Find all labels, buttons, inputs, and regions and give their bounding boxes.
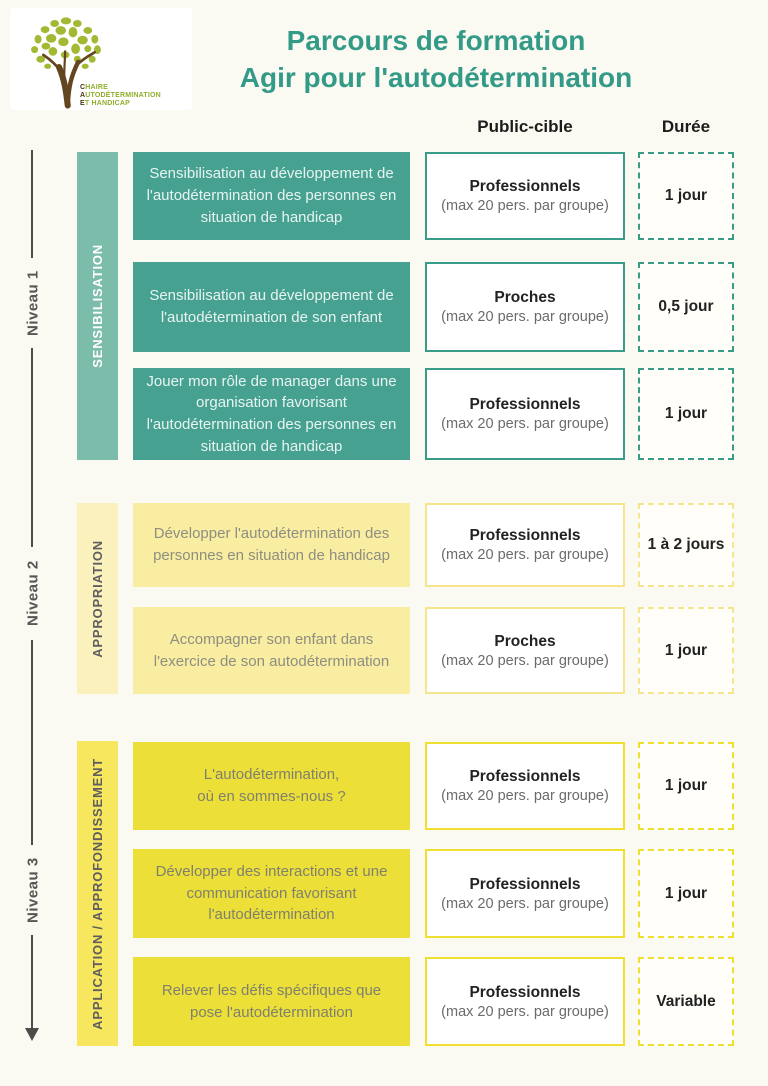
audience-note: (max 20 pers. par groupe): [441, 198, 609, 214]
timeline-line: [31, 348, 33, 547]
course-box: Développer des interactions et une commu…: [133, 849, 410, 938]
column-header-public: Public-cible: [477, 117, 573, 136]
duration-box: 1 jour: [638, 607, 734, 694]
duration-box: 0,5 jour: [638, 262, 734, 352]
logo-line: AUTODÉTERMINATION: [80, 92, 161, 99]
formation-row: Sensibilisation au développement de l'au…: [133, 152, 734, 240]
audience-box: Professionnels (max 20 pers. par groupe): [425, 152, 625, 240]
page-title-line-2: Agir pour l'autodétermination: [239, 62, 633, 93]
course-box: Relever les défis spécifiques que pose l…: [133, 957, 410, 1046]
audience-label: Professionnels: [469, 396, 581, 413]
logo: CHAIRE AUTODÉTERMINATION ET HANDICAP: [10, 8, 192, 110]
timeline-line: [31, 150, 33, 258]
logo-tree-icon: [31, 17, 101, 109]
audience-label: Professionnels: [469, 983, 581, 1001]
audience-note: (max 20 pers. par groupe): [441, 788, 609, 804]
timeline-line: [31, 935, 33, 1028]
logo-wordmark: CHAIRE AUTODÉTERMINATION ET HANDICAP: [80, 84, 161, 108]
duration-box: 1 à 2 jours: [638, 503, 734, 587]
column-header-duration: Durée: [661, 117, 711, 136]
formation-row: Accompagner son enfant dans l'exercice d…: [133, 607, 734, 694]
audience-note: (max 20 pers. par groupe): [441, 1003, 609, 1020]
timeline-line: [31, 640, 33, 845]
page-title-line-1: Parcours de formation: [286, 25, 586, 56]
course-box: L'autodétermination, où en sommes-nous ?: [133, 742, 410, 830]
duration-box: Variable: [638, 957, 734, 1046]
audience-note: (max 20 pers. par groupe): [441, 309, 609, 325]
audience-note: (max 20 pers. par groupe): [441, 652, 609, 669]
formation-row: Jouer mon rôle de manager dans une organ…: [133, 368, 734, 460]
audience-label: Proches: [494, 289, 556, 306]
course-box: Sensibilisation au développement de l'au…: [133, 262, 410, 352]
duration-box: 1 jour: [638, 152, 734, 240]
audience-label: Professionnels: [469, 875, 581, 893]
level-band-label: APPROPRIATION: [90, 539, 105, 658]
audience-box: Proches (max 20 pers. par groupe): [425, 262, 625, 352]
arrow-down-icon: [25, 1028, 39, 1041]
audience-box: Professionnels (max 20 pers. par groupe): [425, 957, 625, 1046]
duration-box: 1 jour: [638, 849, 734, 938]
level-band-appropriation: APPROPRIATION: [77, 503, 118, 694]
formation-row: Développer des interactions et une commu…: [133, 849, 734, 938]
formation-row: Relever les défis spécifiques que pose l…: [133, 957, 734, 1046]
level-band-label: SENSIBILISATION: [90, 244, 105, 368]
duration-box: 1 jour: [638, 368, 734, 460]
course-box: Accompagner son enfant dans l'exercice d…: [133, 607, 410, 694]
timeline-label-niveau-2: Niveau 2: [24, 560, 42, 627]
audience-box: Professionnels (max 20 pers. par groupe): [425, 503, 625, 587]
duration-box: 1 jour: [638, 742, 734, 830]
formation-row: Développer l'autodétermination des perso…: [133, 503, 734, 587]
audience-box: Professionnels (max 20 pers. par groupe): [425, 849, 625, 938]
course-box: Sensibilisation au développement de l'au…: [133, 152, 410, 240]
course-box: Développer l'autodétermination des perso…: [133, 503, 410, 587]
logo-line: CHAIRE: [80, 84, 109, 91]
audience-box: Professionnels (max 20 pers. par groupe): [425, 742, 625, 830]
timeline-label-niveau-1: Niveau 1: [24, 270, 42, 336]
audience-label: Professionnels: [469, 178, 581, 195]
audience-note: (max 20 pers. par groupe): [441, 547, 609, 563]
audience-label: Professionnels: [469, 527, 581, 544]
level-band-label: APPLICATION / APPROFONDISSEMENT: [90, 757, 105, 1030]
page-title: Parcours de formation Agir pour l'autodé…: [130, 22, 742, 96]
audience-note: (max 20 pers. par groupe): [441, 416, 609, 432]
audience-box: Proches (max 20 pers. par groupe): [425, 607, 625, 694]
audience-note: (max 20 pers. par groupe): [441, 895, 609, 912]
formation-row: L'autodétermination, où en sommes-nous ?…: [133, 742, 734, 830]
audience-label: Professionnels: [469, 768, 581, 785]
timeline-label-niveau-3: Niveau 3: [24, 857, 42, 923]
level-band-sensibilisation: SENSIBILISATION: [77, 152, 118, 460]
logo-line: ET HANDICAP: [80, 100, 131, 107]
level-band-application: APPLICATION / APPROFONDISSEMENT: [77, 741, 118, 1046]
audience-label: Proches: [494, 632, 556, 650]
audience-box: Professionnels (max 20 pers. par groupe): [425, 368, 625, 460]
course-box: Jouer mon rôle de manager dans une organ…: [133, 368, 410, 460]
formation-row: Sensibilisation au développement de l'au…: [133, 262, 734, 352]
